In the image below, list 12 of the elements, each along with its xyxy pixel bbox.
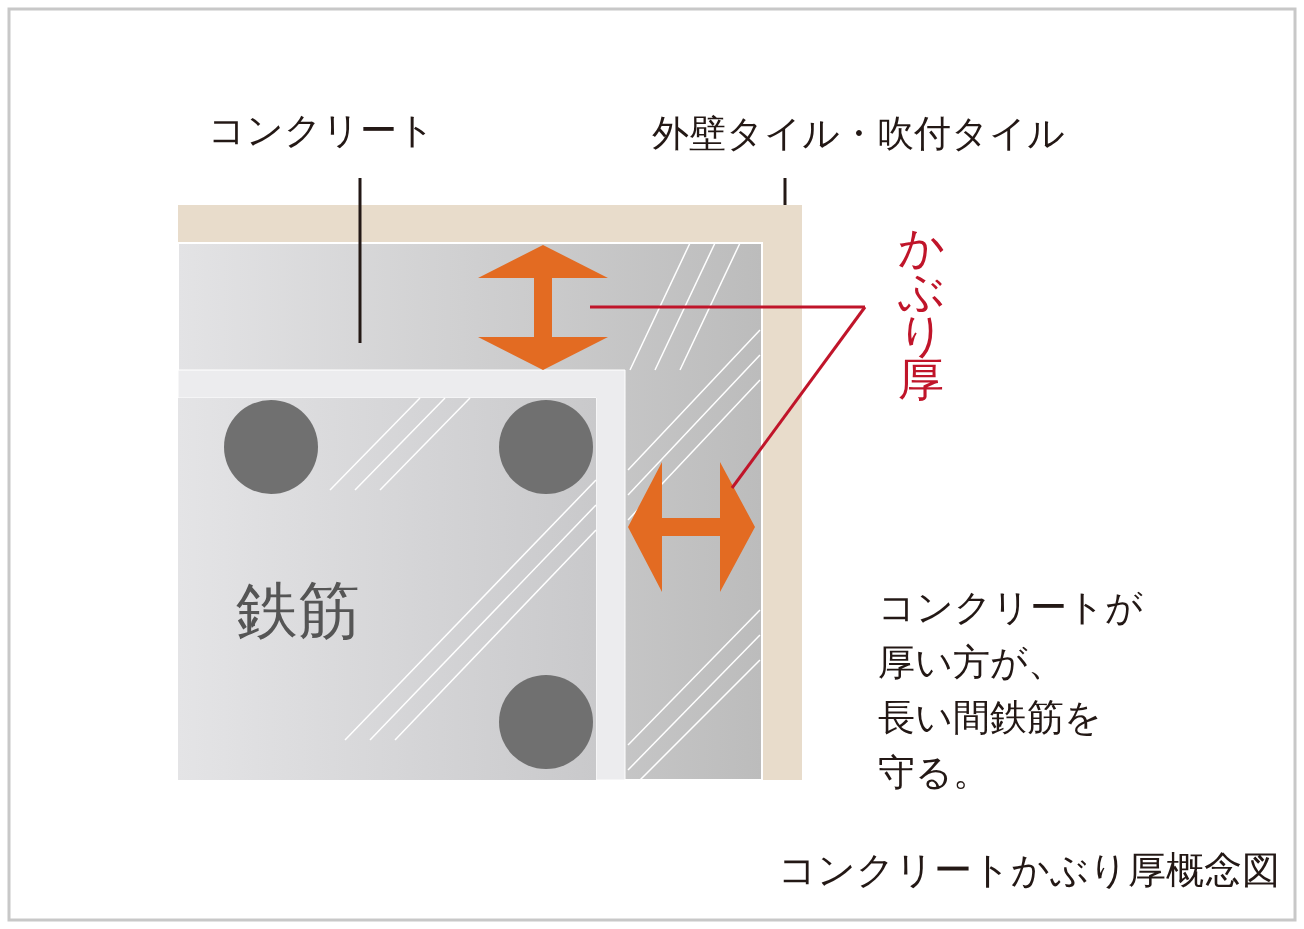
leader-line bbox=[358, 178, 362, 343]
caption: コンクリートかぶり厚概念図 bbox=[778, 851, 1280, 889]
dimension-arrow bbox=[478, 245, 608, 370]
leader-line bbox=[730, 306, 867, 489]
note-text: コンクリートが厚い方が、長い間鉄筋を守る。 bbox=[878, 585, 1143, 796]
part-label: 鉄筋 bbox=[236, 580, 360, 642]
leader-line bbox=[783, 178, 787, 205]
dimension-arrow bbox=[628, 462, 755, 592]
part-label: 外壁タイル・吹付タイル bbox=[652, 115, 1065, 152]
callout-label: かぶり厚 bbox=[898, 225, 944, 401]
leader-line bbox=[590, 305, 865, 309]
part-label: コンクリート bbox=[208, 112, 435, 149]
